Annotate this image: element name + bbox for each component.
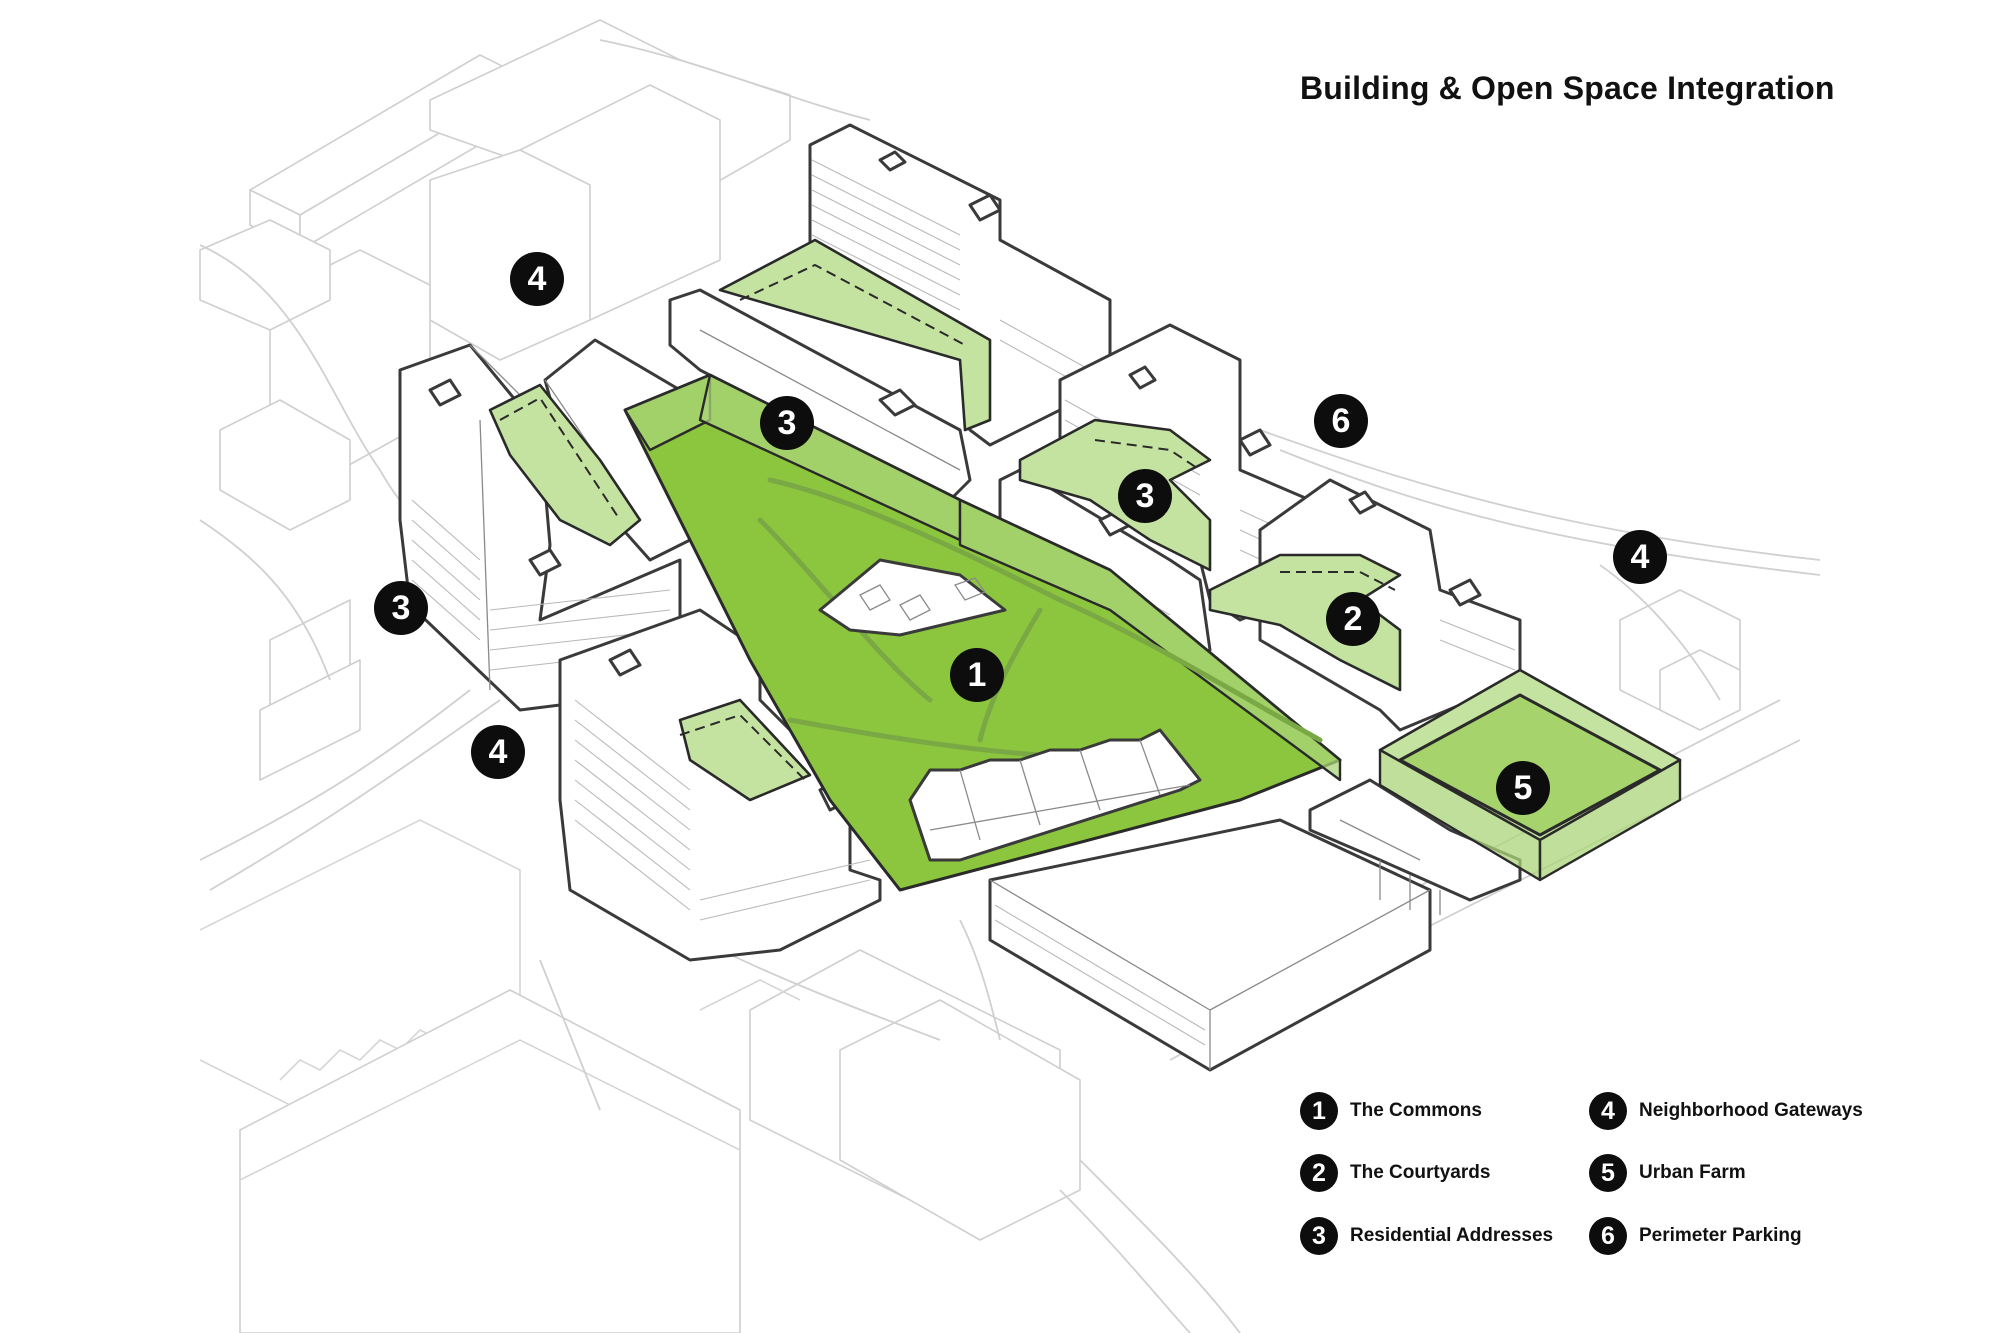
legend-marker-4: 4 bbox=[1589, 1092, 1627, 1130]
courtyard-east-north bbox=[1018, 418, 1212, 572]
sawtooth-building bbox=[908, 728, 1202, 862]
legend-marker-2: 2 bbox=[1300, 1154, 1338, 1192]
svg-text:3: 3 bbox=[392, 589, 411, 627]
svg-text:3: 3 bbox=[1136, 477, 1155, 515]
sheds bbox=[1308, 778, 1522, 915]
legend-label-6: Perimeter Parking bbox=[1639, 1225, 1802, 1246]
svg-text:2: 2 bbox=[1312, 1159, 1326, 1187]
map-marker-gateway-northwest: 4 bbox=[510, 252, 564, 306]
building-north-bar bbox=[668, 288, 972, 502]
svg-text:5: 5 bbox=[1514, 769, 1533, 807]
map-marker-residential-east: 3 bbox=[1118, 469, 1172, 523]
legend-marker-6: 6 bbox=[1589, 1217, 1627, 1255]
legend-marker-3: 3 bbox=[1300, 1217, 1338, 1255]
courtyard-north bbox=[718, 238, 992, 432]
map-marker-residential-north: 3 bbox=[760, 396, 814, 450]
legend-label-5: Urban Farm bbox=[1639, 1162, 1746, 1183]
context-buildings bbox=[199, 19, 1741, 1333]
svg-text:4: 4 bbox=[528, 260, 547, 298]
diagram-title: Building & Open Space Integration bbox=[1300, 70, 1835, 106]
building-south-garage bbox=[988, 818, 1432, 1072]
courtyard-east-south bbox=[1208, 553, 1402, 692]
map-marker-commons: 1 bbox=[950, 648, 1004, 702]
svg-text:6: 6 bbox=[1601, 1222, 1615, 1250]
legend-label-3: Residential Addresses bbox=[1350, 1225, 1554, 1246]
courtyard-west bbox=[488, 383, 642, 547]
legend-marker-5: 5 bbox=[1589, 1154, 1627, 1192]
svg-text:3: 3 bbox=[778, 404, 797, 442]
pavilion bbox=[818, 558, 1007, 637]
svg-text:2: 2 bbox=[1344, 600, 1363, 638]
map-marker-gateway-southwest: 4 bbox=[471, 725, 525, 779]
map-marker-urban-farm: 5 bbox=[1496, 761, 1550, 815]
legend-label-4: Neighborhood Gateways bbox=[1639, 1100, 1863, 1121]
map-marker-residential-west: 3 bbox=[374, 581, 428, 635]
svg-text:5: 5 bbox=[1601, 1159, 1615, 1187]
svg-text:6: 6 bbox=[1332, 402, 1351, 440]
svg-text:4: 4 bbox=[489, 733, 508, 771]
legend-marker-1: 1 bbox=[1300, 1092, 1338, 1130]
svg-text:1: 1 bbox=[1312, 1097, 1326, 1125]
map-marker-courtyards: 2 bbox=[1326, 592, 1380, 646]
svg-text:4: 4 bbox=[1601, 1097, 1615, 1125]
map-marker-gateway-east: 4 bbox=[1613, 530, 1667, 584]
legend-label-1: The Commons bbox=[1350, 1100, 1482, 1121]
legend-label-2: The Courtyards bbox=[1350, 1162, 1491, 1183]
svg-text:4: 4 bbox=[1631, 538, 1650, 576]
svg-text:1: 1 bbox=[968, 656, 987, 694]
svg-text:3: 3 bbox=[1312, 1222, 1326, 1250]
map-marker-perimeter-parking: 6 bbox=[1314, 394, 1368, 448]
